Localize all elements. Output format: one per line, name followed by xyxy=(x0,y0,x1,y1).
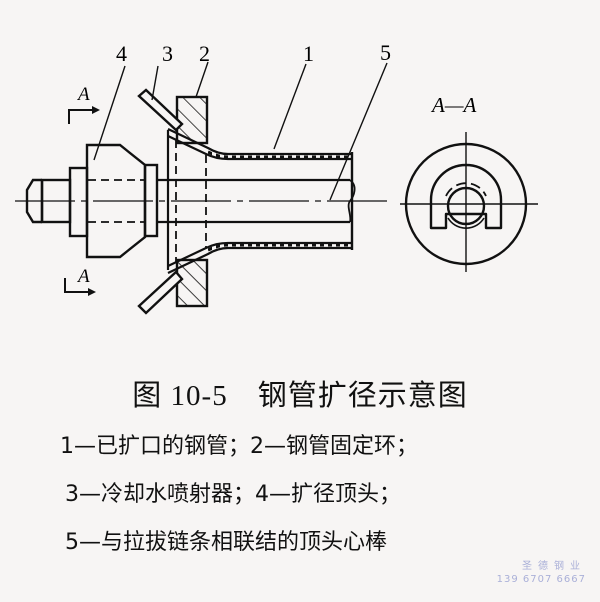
cooling-water-sprayer xyxy=(137,88,184,315)
legend-line-3: 5—与拉拔链条相联结的顶头心棒 xyxy=(65,530,387,555)
callout-4: 4 xyxy=(116,41,127,66)
figure-number: 图 10-5 xyxy=(132,380,228,412)
legend-line-1: 1—已扩口的钢管；2—钢管固定环； xyxy=(60,434,418,459)
section-view-a-a: A—A xyxy=(400,93,538,272)
expander-head xyxy=(85,143,159,259)
callout-leaders xyxy=(93,61,388,201)
svg-text:A—A: A—A xyxy=(430,93,477,117)
expander-nose xyxy=(25,166,89,238)
expanded-steel-tube xyxy=(166,128,354,274)
tube-fixing-ring xyxy=(175,95,209,308)
callout-labels: 4 3 2 1 5 xyxy=(116,40,391,66)
callout-3: 3 xyxy=(162,41,173,66)
watermark-phone: 139 6707 6667 xyxy=(496,574,586,585)
watermark-name: 圣德钢业 xyxy=(522,561,586,572)
figure-caption: 图 10-5 钢管扩径示意图 xyxy=(0,372,600,414)
mandrel xyxy=(157,178,356,224)
pipe-expansion-diagram: A A 4 3 2 1 5 A—A xyxy=(15,40,538,315)
section-marker-top: A xyxy=(68,84,100,124)
section-marker-bottom: A xyxy=(64,266,96,296)
callout-5: 5 xyxy=(380,40,391,65)
watermark: 圣德钢业 139 6707 6667 xyxy=(497,560,586,586)
callout-1: 1 xyxy=(303,41,314,66)
callout-2: 2 xyxy=(199,41,210,66)
svg-text:A: A xyxy=(76,266,90,287)
figure-title: 钢管扩径示意图 xyxy=(257,378,468,412)
svg-text:A: A xyxy=(76,84,90,105)
legend-line-2: 3—冷却水喷射器；4—扩径顶头； xyxy=(65,482,401,507)
